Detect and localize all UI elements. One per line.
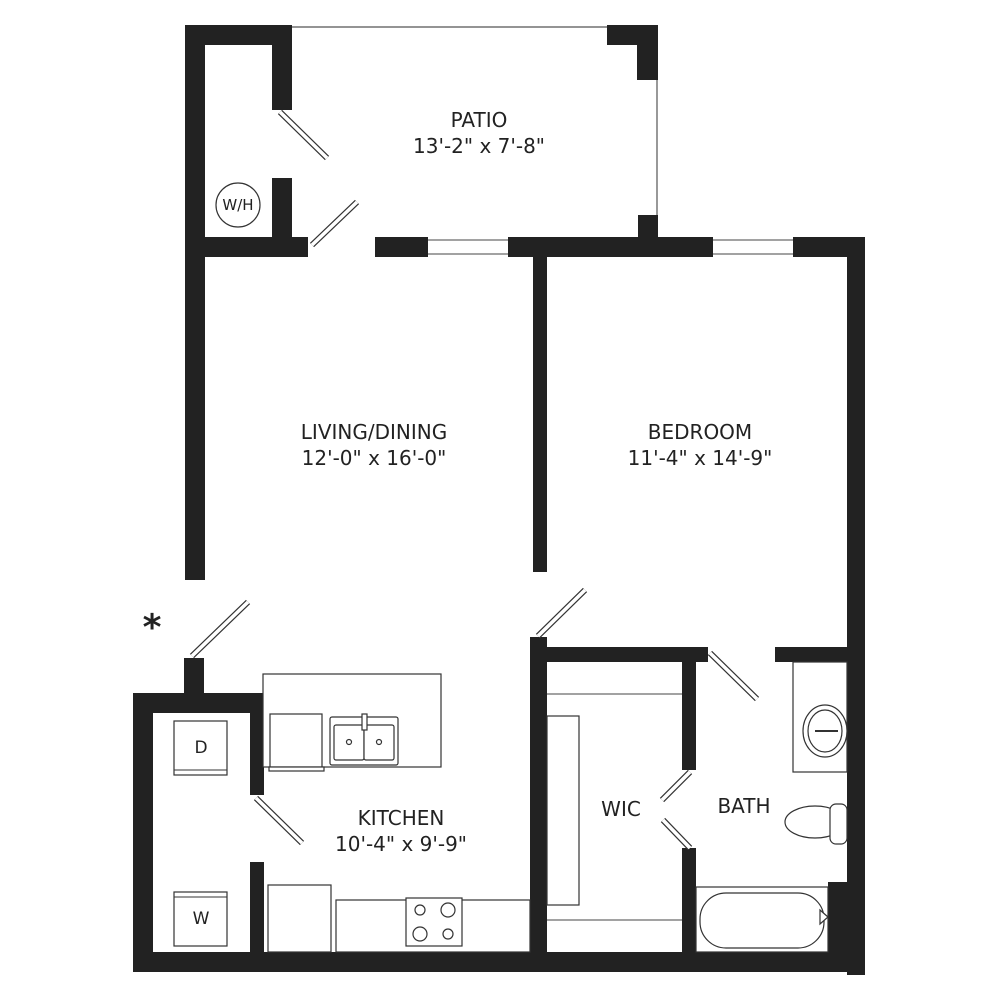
- room-label-wic: WIC: [601, 796, 641, 822]
- room-name: PATIO: [450, 108, 508, 132]
- refrigerator: [267, 884, 332, 953]
- entry-marker-icon: *: [142, 607, 162, 649]
- room-size: 13'-2" x 7'-8": [412, 134, 546, 158]
- window: [428, 239, 508, 255]
- bathroom-sink-icon: [802, 704, 848, 758]
- toilet-icon: [784, 803, 848, 845]
- room-name: LIVING/DINING: [300, 420, 448, 444]
- closet-shelves: [546, 693, 682, 921]
- washer-icon: [173, 891, 228, 947]
- room-size: 11'-4" x 14'-9": [627, 446, 773, 470]
- room-name: BATH: [717, 794, 771, 818]
- room-name: KITCHEN: [357, 806, 445, 830]
- dryer-label: D: [194, 738, 208, 758]
- walls: [133, 25, 865, 975]
- dishwasher-door: [268, 766, 325, 772]
- room-label-bath: BATH: [717, 793, 770, 819]
- room-label-bedroom: BEDROOM 11'-4" x 14'-9": [628, 419, 773, 471]
- sink-icon: [329, 713, 399, 766]
- dryer-icon: [173, 720, 228, 776]
- window: [713, 239, 793, 255]
- water-heater-icon: [215, 182, 261, 228]
- bathtub-icon: [695, 886, 829, 953]
- stove-icon: [405, 897, 463, 947]
- room-name: WIC: [601, 797, 641, 821]
- doors: [189, 109, 760, 851]
- room-label-living-dining: LIVING/DINING 12'-0" x 16'-0": [301, 419, 447, 471]
- water-heater-label: W/H: [222, 196, 254, 214]
- washer-label: W: [192, 909, 210, 929]
- dishwasher: [269, 713, 323, 768]
- room-size: 12'-0" x 16'-0": [301, 446, 447, 470]
- room-label-patio: PATIO 13'-2" x 7'-8": [413, 107, 545, 159]
- room-size: 10'-4" x 9'-9": [334, 832, 468, 856]
- room-name: BEDROOM: [647, 420, 753, 444]
- room-label-kitchen: KITCHEN 10'-4" x 9'-9": [335, 805, 467, 857]
